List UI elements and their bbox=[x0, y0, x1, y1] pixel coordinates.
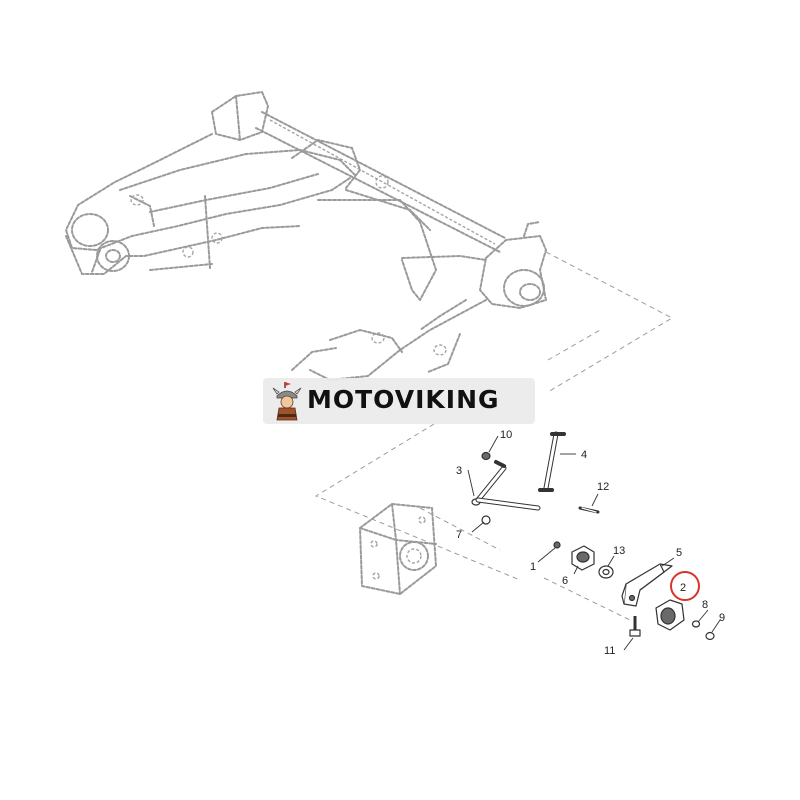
highlight-ring bbox=[670, 571, 700, 601]
bolt-11 bbox=[629, 616, 641, 637]
callout-4: 4 bbox=[581, 449, 587, 461]
watermark-banner: MOTOVIKING bbox=[263, 378, 535, 424]
callout-2: 2 bbox=[680, 582, 686, 594]
callout-5: 5 bbox=[676, 547, 682, 559]
callout-13: 13 bbox=[613, 545, 625, 557]
washer-13 bbox=[598, 565, 614, 579]
mount-block bbox=[359, 503, 437, 595]
callout-7: 7 bbox=[456, 529, 462, 541]
leader-lines bbox=[467, 435, 721, 651]
watermark-brand-text: MOTOVIKING bbox=[307, 385, 500, 414]
nut-9 bbox=[705, 631, 715, 641]
callout-labels: 10 4 3 12 7 13 5 1 6 2 8 9 11 bbox=[456, 429, 725, 657]
callout-8: 8 bbox=[702, 599, 708, 611]
screw-1 bbox=[553, 541, 561, 549]
callout-3: 3 bbox=[456, 465, 462, 477]
frame-outline bbox=[65, 91, 547, 381]
bolt-12 bbox=[578, 506, 600, 514]
linkage-parts bbox=[471, 431, 715, 641]
rod-3 bbox=[471, 460, 541, 511]
damper bbox=[655, 599, 685, 631]
washer-8 bbox=[691, 620, 701, 628]
rod-4 bbox=[538, 431, 566, 492]
bracket-2 bbox=[621, 563, 673, 607]
nut-10 bbox=[481, 451, 491, 461]
callout-6: 6 bbox=[562, 575, 568, 587]
viking-mascot-icon bbox=[272, 382, 302, 421]
callout-12: 12 bbox=[597, 481, 609, 493]
bushing-6 bbox=[571, 545, 595, 571]
assembly-guide-lines bbox=[314, 251, 674, 621]
callout-9: 9 bbox=[719, 612, 725, 624]
callout-1: 1 bbox=[530, 561, 536, 573]
callout-10: 10 bbox=[500, 429, 512, 441]
callout-11: 11 bbox=[604, 645, 615, 657]
